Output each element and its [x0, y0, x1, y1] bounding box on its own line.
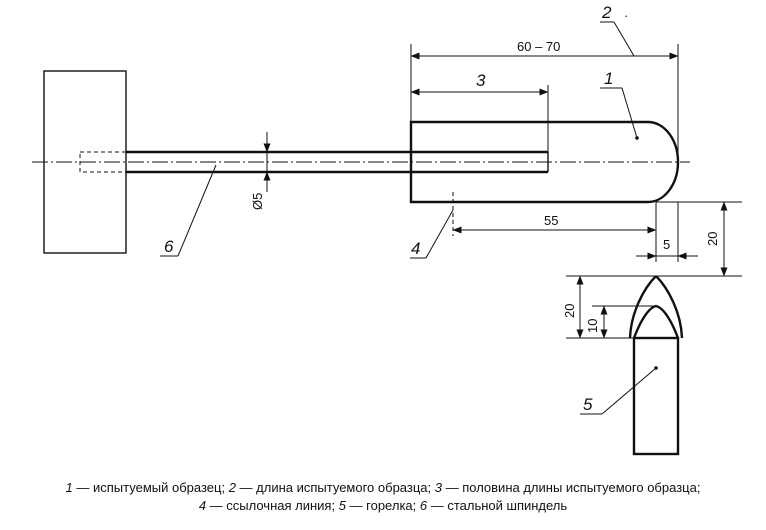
legend-item: 2 — длина испытуемого образца;	[228, 480, 435, 495]
burner-tube	[632, 336, 680, 456]
burner-flame	[628, 275, 684, 339]
legend-item: 4 — ссылочная линия;	[198, 498, 339, 513]
legend-item: 1 — испытуемый образец;	[65, 480, 229, 495]
figure-legend: 1 — испытуемый образец; 2 — длина испыту…	[0, 479, 766, 515]
legend-item: 3 — половина длины испытуемого образца;	[434, 480, 701, 495]
flame-offset-5-label: 5	[663, 237, 670, 252]
inner-cone-10-label: 10	[585, 319, 600, 333]
legend-item: 6 — стальной шпиндель	[419, 498, 568, 513]
callout-4: 4	[411, 239, 420, 258]
offset-55-label: 55	[544, 213, 558, 228]
stray-mark: ·	[624, 8, 628, 23]
diameter-label: Ø5	[250, 193, 265, 210]
callout-3: 3	[476, 71, 486, 90]
flame-height-20-label: 20	[562, 304, 577, 318]
height-20-right-label: 20	[705, 232, 720, 246]
callout-2: 2	[601, 3, 612, 22]
callout-1: 1	[604, 69, 613, 88]
legend-line-2: 4 — ссылочная линия; 5 — горелка; 6 — ст…	[0, 497, 766, 515]
callout-6: 6	[164, 237, 174, 256]
legend-line-1: 1 — испытуемый образец; 2 — длина испыту…	[0, 479, 766, 497]
length-range-label: 60 – 70	[517, 39, 560, 54]
test-specimen	[409, 120, 680, 204]
steel-spindle	[79, 150, 549, 174]
technical-drawing: Ø5 60 – 70 55 5 20 20 10 1 2 · 3	[32, 3, 742, 456]
callout-5: 5	[583, 395, 593, 414]
legend-item: 5 — горелка;	[338, 498, 420, 513]
